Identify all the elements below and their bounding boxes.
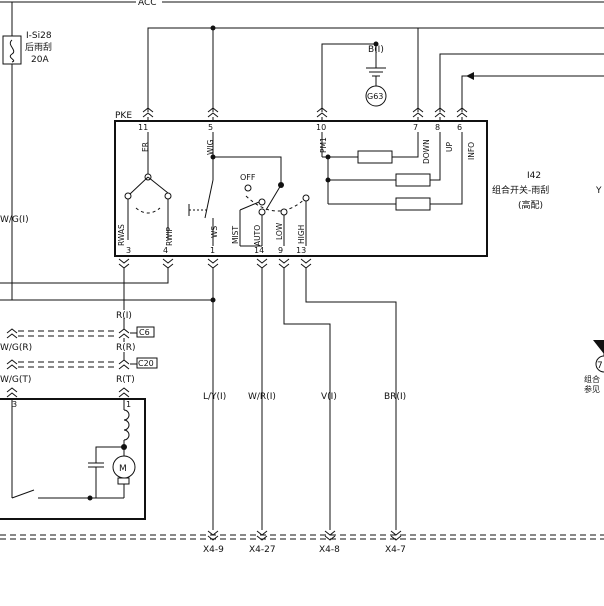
sig-high: HIGH [297,225,306,244]
sig-auto: AUTO [253,225,262,246]
pin-top-6: 6 [457,123,462,132]
pin-bottom-4: 4 [163,246,168,255]
connector-c6 [6,326,155,339]
top-pins [142,107,468,118]
fuse-id: I-Si28 [26,31,52,41]
fuse-rating: 20A [31,55,49,65]
sig-pm1: PM1 [319,137,328,153]
sig-er: ER [141,142,150,152]
sig-rwas: RWAS [117,224,126,246]
combination-switch-module [114,120,488,257]
ground-symbol [365,67,387,107]
sig-mist: MIST [231,226,240,244]
module-id: I42 [527,171,541,181]
pin-top-11: 11 [138,123,148,132]
pin-top-7: 7 [413,123,418,132]
wire-label-right-partial: Y [595,186,602,196]
connector-c6-label: C6 [139,328,150,337]
harness-x4-27: X4-27 [249,545,276,555]
wire-label-wg-r: W/G(R) [0,343,32,353]
sig-info: INFO [467,142,476,160]
fuse-name: 后雨刮 [25,41,52,53]
pin-top-5: 5 [208,123,213,132]
wire-label-v: V(I) [321,392,337,402]
sig-rwip: RWIP [165,226,174,246]
module-variant: (高配) [518,199,543,211]
wire-label-wr: W/R(I) [248,392,276,402]
fuse-i-si28 [2,35,22,65]
wire-label-br: BR(I) [384,392,406,402]
reference-marker [593,340,604,373]
wire-label-r-i: R(I) [116,311,132,321]
sig-down: DOWN [422,139,431,164]
motor-pin-left: 3 [12,400,17,409]
wire-label-r-t: R(T) [116,375,135,385]
reference-line1: 组合 [584,374,600,384]
sig-low: LOW [275,222,284,240]
module-name: 组合开关-雨刮 [492,184,549,196]
acc-label: ACC [138,0,157,8]
connector-c20 [6,357,158,370]
module-tag: PKE [115,111,132,121]
sig-ws: WS [210,226,219,238]
bottom-pins [118,258,312,269]
ground-wire-label: B(I) [368,45,384,55]
motor-pin-right: 1 [126,400,131,409]
pin-bottom-9: 9 [278,246,283,255]
reference-line2: 参见 [584,384,600,394]
wire-label-wg-i: W/G(I) [0,215,29,225]
harness-x4-9: X4-9 [203,545,224,555]
wire-label-ly: L/Y(I) [203,392,226,402]
wire-label-r-r: R(R) [116,343,136,353]
pin-bottom-14: 14 [254,246,264,255]
pin-bottom-3: 3 [126,246,131,255]
sig-up: UP [445,142,454,152]
sig-wig: WIG [206,139,215,155]
reference-num: 7 [597,361,603,371]
harness-x4-7: X4-7 [385,545,406,555]
connector-c20-label: C20 [138,359,154,368]
pin-bottom-1: 1 [210,246,215,255]
motor-label: M [119,464,127,474]
pin-top-8: 8 [435,123,440,132]
pin-bottom-13: 13 [296,246,306,255]
pin-top-10: 10 [316,123,326,132]
harness-pins [207,530,402,541]
ground-id: G63 [367,92,383,101]
harness-x4-8: X4-8 [319,545,340,555]
switch-off-label: OFF [240,173,256,182]
wire-label-wg-t: W/G(T) [0,375,31,385]
